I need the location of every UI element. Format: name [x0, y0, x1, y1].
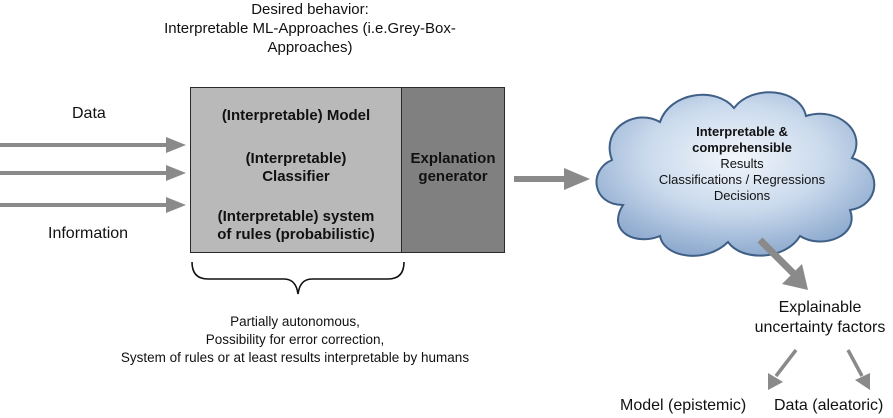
brace — [191, 261, 405, 295]
input-arrow-1 — [0, 137, 186, 153]
title-line-2: Interpretable ML-Approaches (i.e.Grey-Bo… — [164, 20, 456, 37]
uncertainty-line-1: Explainable — [778, 299, 862, 316]
explanation-text-1: Explanation — [410, 150, 496, 167]
cloud-line-3: Results — [720, 156, 764, 171]
input-arrow-2 — [0, 165, 186, 181]
classifier-text-2: Classifier — [262, 168, 330, 185]
diagram-title: Desired behavior: Interpretable ML-Appro… — [100, 0, 520, 57]
information-label: Information — [48, 225, 129, 242]
uncertainty-line-2: uncertainty factors — [754, 319, 886, 336]
model-text: (Interpretable) Model — [221, 107, 371, 124]
caption-line-3: System of rules or at least results inte… — [120, 350, 470, 365]
output-arrow — [514, 168, 590, 190]
cloud-to-uncertainty-arrow — [757, 237, 808, 290]
interpretable-model-box: (Interpretable) Model (Interpretable) Cl… — [190, 87, 402, 253]
cloud-text: Interpretable & comprehensible Results C… — [632, 124, 852, 204]
uncertainty-label: Explainable uncertainty factors — [740, 298, 893, 338]
cloud-line-2: comprehensible — [692, 140, 792, 155]
brace-caption: Partially autonomous, Possibility for er… — [90, 313, 500, 367]
input-arrow-3 — [0, 197, 186, 213]
results-cloud — [595, 91, 876, 257]
arrow-to-data — [846, 349, 870, 390]
data-aleatoric-label: Data (aleatoric) — [774, 397, 884, 414]
data-label: Data — [72, 105, 106, 122]
cloud-line-4: Classifications / Regressions — [658, 172, 826, 187]
rules-text-2: of rules (probabilistic) — [217, 226, 375, 243]
classifier-text-1: (Interpretable) — [245, 150, 347, 167]
caption-line-2: Possibility for error correction, — [205, 332, 385, 347]
cloud-line-1: Interpretable & — [696, 124, 788, 139]
model-epistemic-label: Model (epistemic) — [620, 397, 747, 414]
arrow-to-model — [768, 348, 798, 390]
explanation-generator-box: Explanation generator — [401, 87, 505, 253]
title-line-3: Approaches) — [267, 39, 353, 56]
rules-text-1: (Interpretable) system — [217, 208, 375, 225]
explanation-text-2: generator — [418, 168, 488, 185]
title-line-1: Desired behavior: — [251, 1, 369, 18]
cloud-line-5: Decisions — [713, 188, 771, 203]
caption-line-1: Partially autonomous, — [230, 314, 360, 329]
